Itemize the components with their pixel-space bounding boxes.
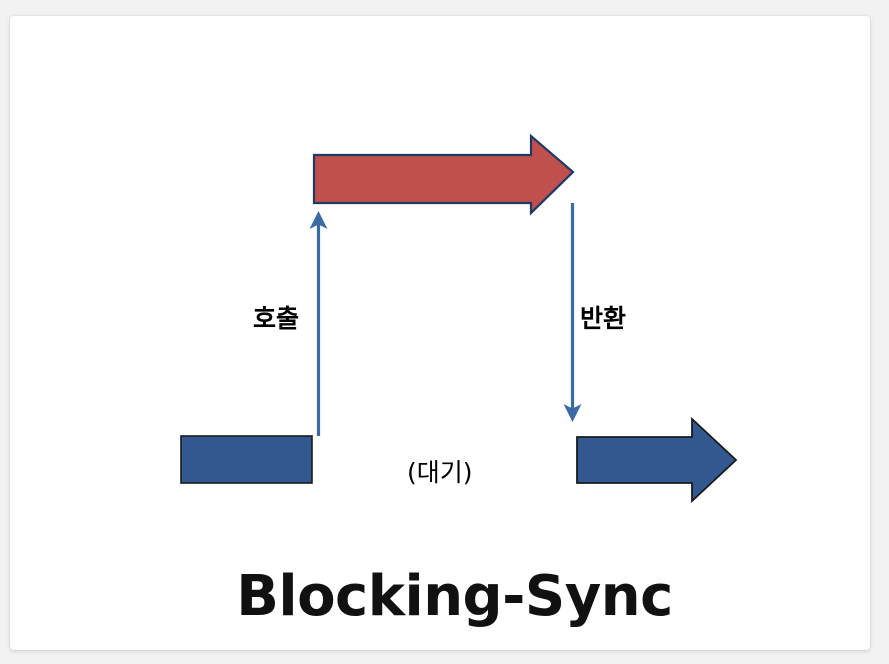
return-connector-arrowhead-icon — [563, 404, 582, 422]
waiting-label: (대기) — [407, 458, 473, 487]
return-label: 반환 — [580, 304, 627, 333]
call-connector-arrowhead-icon — [309, 211, 328, 229]
resume-block-arrow-shape[interactable] — [576, 416, 738, 504]
call-arrow-red-shape[interactable] — [312, 133, 575, 216]
slide-canvas: 호출 반환 (대기) Blocking-Sync — [10, 16, 870, 650]
diagram-graphics — [180, 133, 738, 504]
call-label: 호출 — [253, 304, 300, 333]
diagram-title: Blocking-Sync — [236, 564, 673, 629]
caller-block-shape[interactable] — [180, 435, 313, 484]
